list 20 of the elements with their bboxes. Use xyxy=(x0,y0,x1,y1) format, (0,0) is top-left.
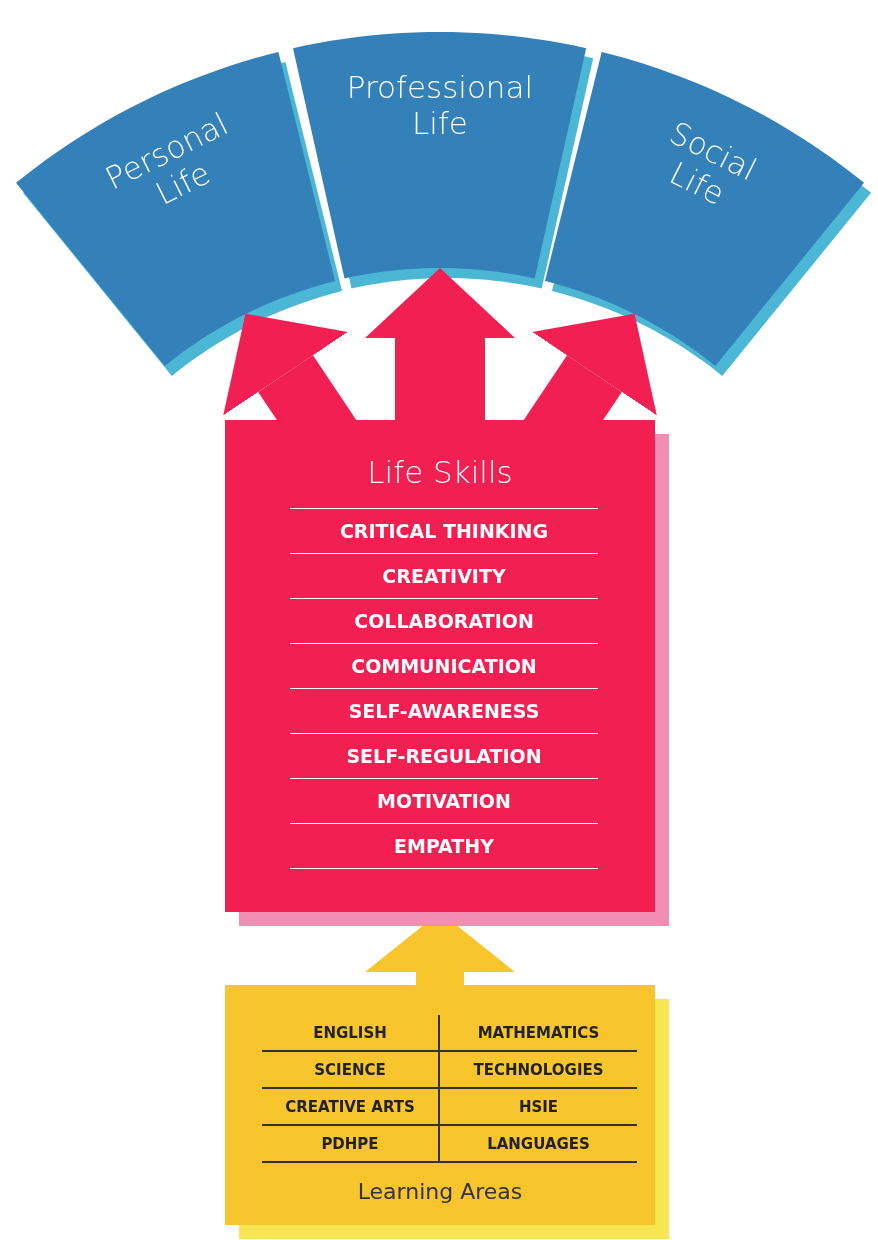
arc-segment xyxy=(544,51,874,378)
skill-item: CRITICAL THINKING xyxy=(290,508,598,553)
subject-name: ENGLISH xyxy=(262,1015,440,1052)
subject-name: LANGUAGES xyxy=(440,1126,637,1163)
skill-item: CREATIVITY xyxy=(290,553,598,598)
subject-name: MATHEMATICS xyxy=(440,1015,637,1052)
subject-name: SCIENCE xyxy=(262,1052,440,1089)
segment-label: Professional Life xyxy=(345,70,535,142)
skill-item: SELF-REGULATION xyxy=(290,733,598,778)
subject-name: CREATIVE ARTS xyxy=(262,1089,440,1126)
skill-item: COMMUNICATION xyxy=(290,643,598,688)
skill-item: SELF-AWARENESS xyxy=(290,688,598,733)
skill-item: MOTIVATION xyxy=(290,778,598,823)
panel-title: Learning Areas xyxy=(356,1179,524,1204)
skill-item: EMPATHY xyxy=(290,823,598,868)
skill-item: COLLABORATION xyxy=(290,598,598,643)
subject-name: TECHNOLOGIES xyxy=(440,1052,637,1089)
subject-name: HSIE xyxy=(440,1089,637,1126)
panel-title: Life Skills xyxy=(366,454,514,490)
subject-name: PDHPE xyxy=(262,1126,440,1163)
